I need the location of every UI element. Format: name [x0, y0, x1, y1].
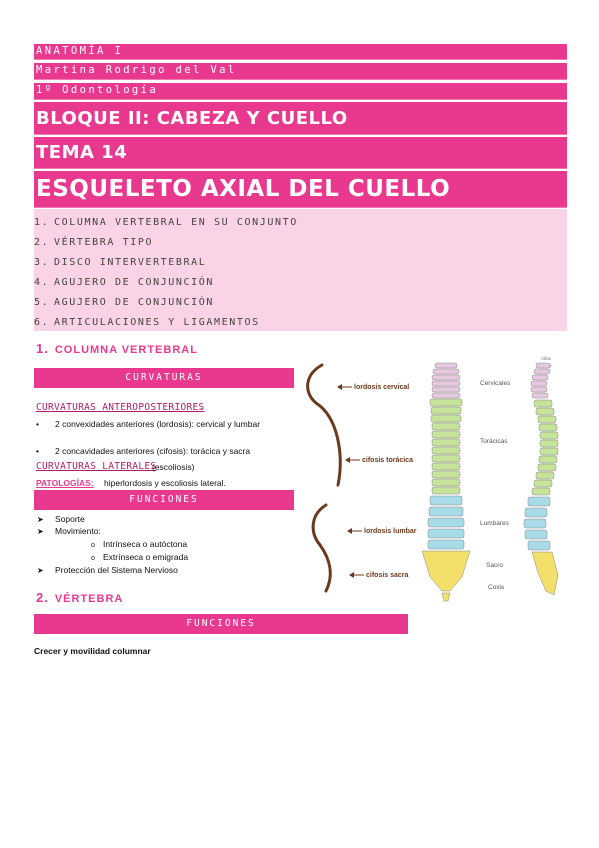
label-sacro: Sacro	[486, 562, 503, 569]
circle-bullet-icon: o	[91, 555, 95, 562]
spine-illustration: lordosis cervical cifosis torácica lordo…	[306, 356, 559, 602]
patologias-text: hiperlordosis y escoliosis lateral.	[104, 478, 226, 488]
arrow-bullet-icon: ➤	[37, 515, 44, 524]
label-lordosis-cervical: lordosis cervical	[354, 384, 409, 391]
toc-item: 1.COLUMNA VERTEBRAL EN SU CONJUNTO	[34, 217, 298, 228]
curvaturas-ap-period: .	[200, 401, 203, 411]
label-atlas: Atlas	[541, 356, 552, 361]
section-title-columna: 1.COLUMNA VERTEBRAL	[36, 341, 198, 356]
label-cervicales: Cervicales	[480, 380, 511, 387]
course-name: ANATOMÍA I	[34, 44, 567, 60]
arrow-bullet-icon: ➤	[37, 527, 44, 536]
bullet-icon: •	[36, 419, 39, 429]
label-lumbares: Lumbares	[480, 520, 510, 527]
curvaturas-laterales-heading: CURVATURAS LATERALES	[36, 461, 157, 472]
label-coxis: Coxis	[488, 584, 505, 591]
curvaturas-laterales-note: (escoliosis)	[152, 462, 195, 472]
topic-number: TEMA 14	[34, 137, 567, 169]
toc-item: 3.DISCO INTERVERTEBRAL	[34, 257, 207, 268]
arrow-bullet-icon: ➤	[37, 566, 44, 575]
label-cifosis-sacra: cifosis sacra	[366, 572, 409, 579]
table-of-contents: 1.COLUMNA VERTEBRAL EN SU CONJUNTO 2.VÉR…	[34, 209, 567, 331]
list-item: • 2 convexidades anteriores (lordosis): …	[36, 419, 261, 429]
block-title: BLOQUE II: CABEZA Y CUELLO	[34, 102, 567, 135]
vertebra-funciones-text: Crecer y movilidad columnar	[34, 646, 151, 656]
label-cifosis-toracica: cifosis torácica	[362, 457, 413, 464]
curvaturas-bar: CURVATURAS	[34, 368, 294, 388]
circle-bullet-icon: o	[91, 542, 95, 549]
spine-front-view	[421, 362, 471, 602]
list-item: ➤Protección del Sistema Nervioso	[37, 565, 178, 575]
label-lordosis-lumbar: lordosis lumbar	[364, 528, 417, 535]
spine-lateral-view	[523, 362, 559, 596]
funciones-bar: FUNCIONES	[34, 490, 294, 510]
document-title: ESQUELETO AXIAL DEL CUELLO	[34, 171, 567, 208]
toc-item: 2.VÉRTEBRA TIPO	[34, 237, 154, 248]
bullet-icon: •	[36, 446, 39, 456]
author-name: Martina Rodrigo del Val	[34, 63, 567, 80]
patologias-label: PATOLOGÍAS:	[36, 478, 94, 488]
list-item: ➤Soporte	[37, 514, 85, 524]
curvaturas-ap-heading: CURVATURAS ANTEROPOSTERIORES	[36, 402, 205, 413]
toc-item: 4.AGUJERO DE CONJUNCIÓN	[34, 277, 215, 288]
curvature-diagram	[306, 363, 342, 593]
list-item: • 2 concavidades anteriores (cifosis): t…	[36, 446, 251, 456]
curvature-arrows	[337, 384, 364, 578]
toc-item: 5.AGUJERO DE CONJUNCIÓN	[34, 297, 215, 308]
section-title-vertebra: 2.VÉRTEBRA	[36, 590, 124, 605]
label-toracicas: Torácicas	[480, 438, 508, 445]
list-item: ➤Movimiento:	[37, 526, 101, 536]
funciones-bar-vertebra: FUNCIONES	[34, 614, 408, 634]
course-year: 1º Odontología	[34, 83, 567, 100]
toc-item: 6.ARTICULACIONES Y LIGAMENTOS	[34, 317, 260, 328]
